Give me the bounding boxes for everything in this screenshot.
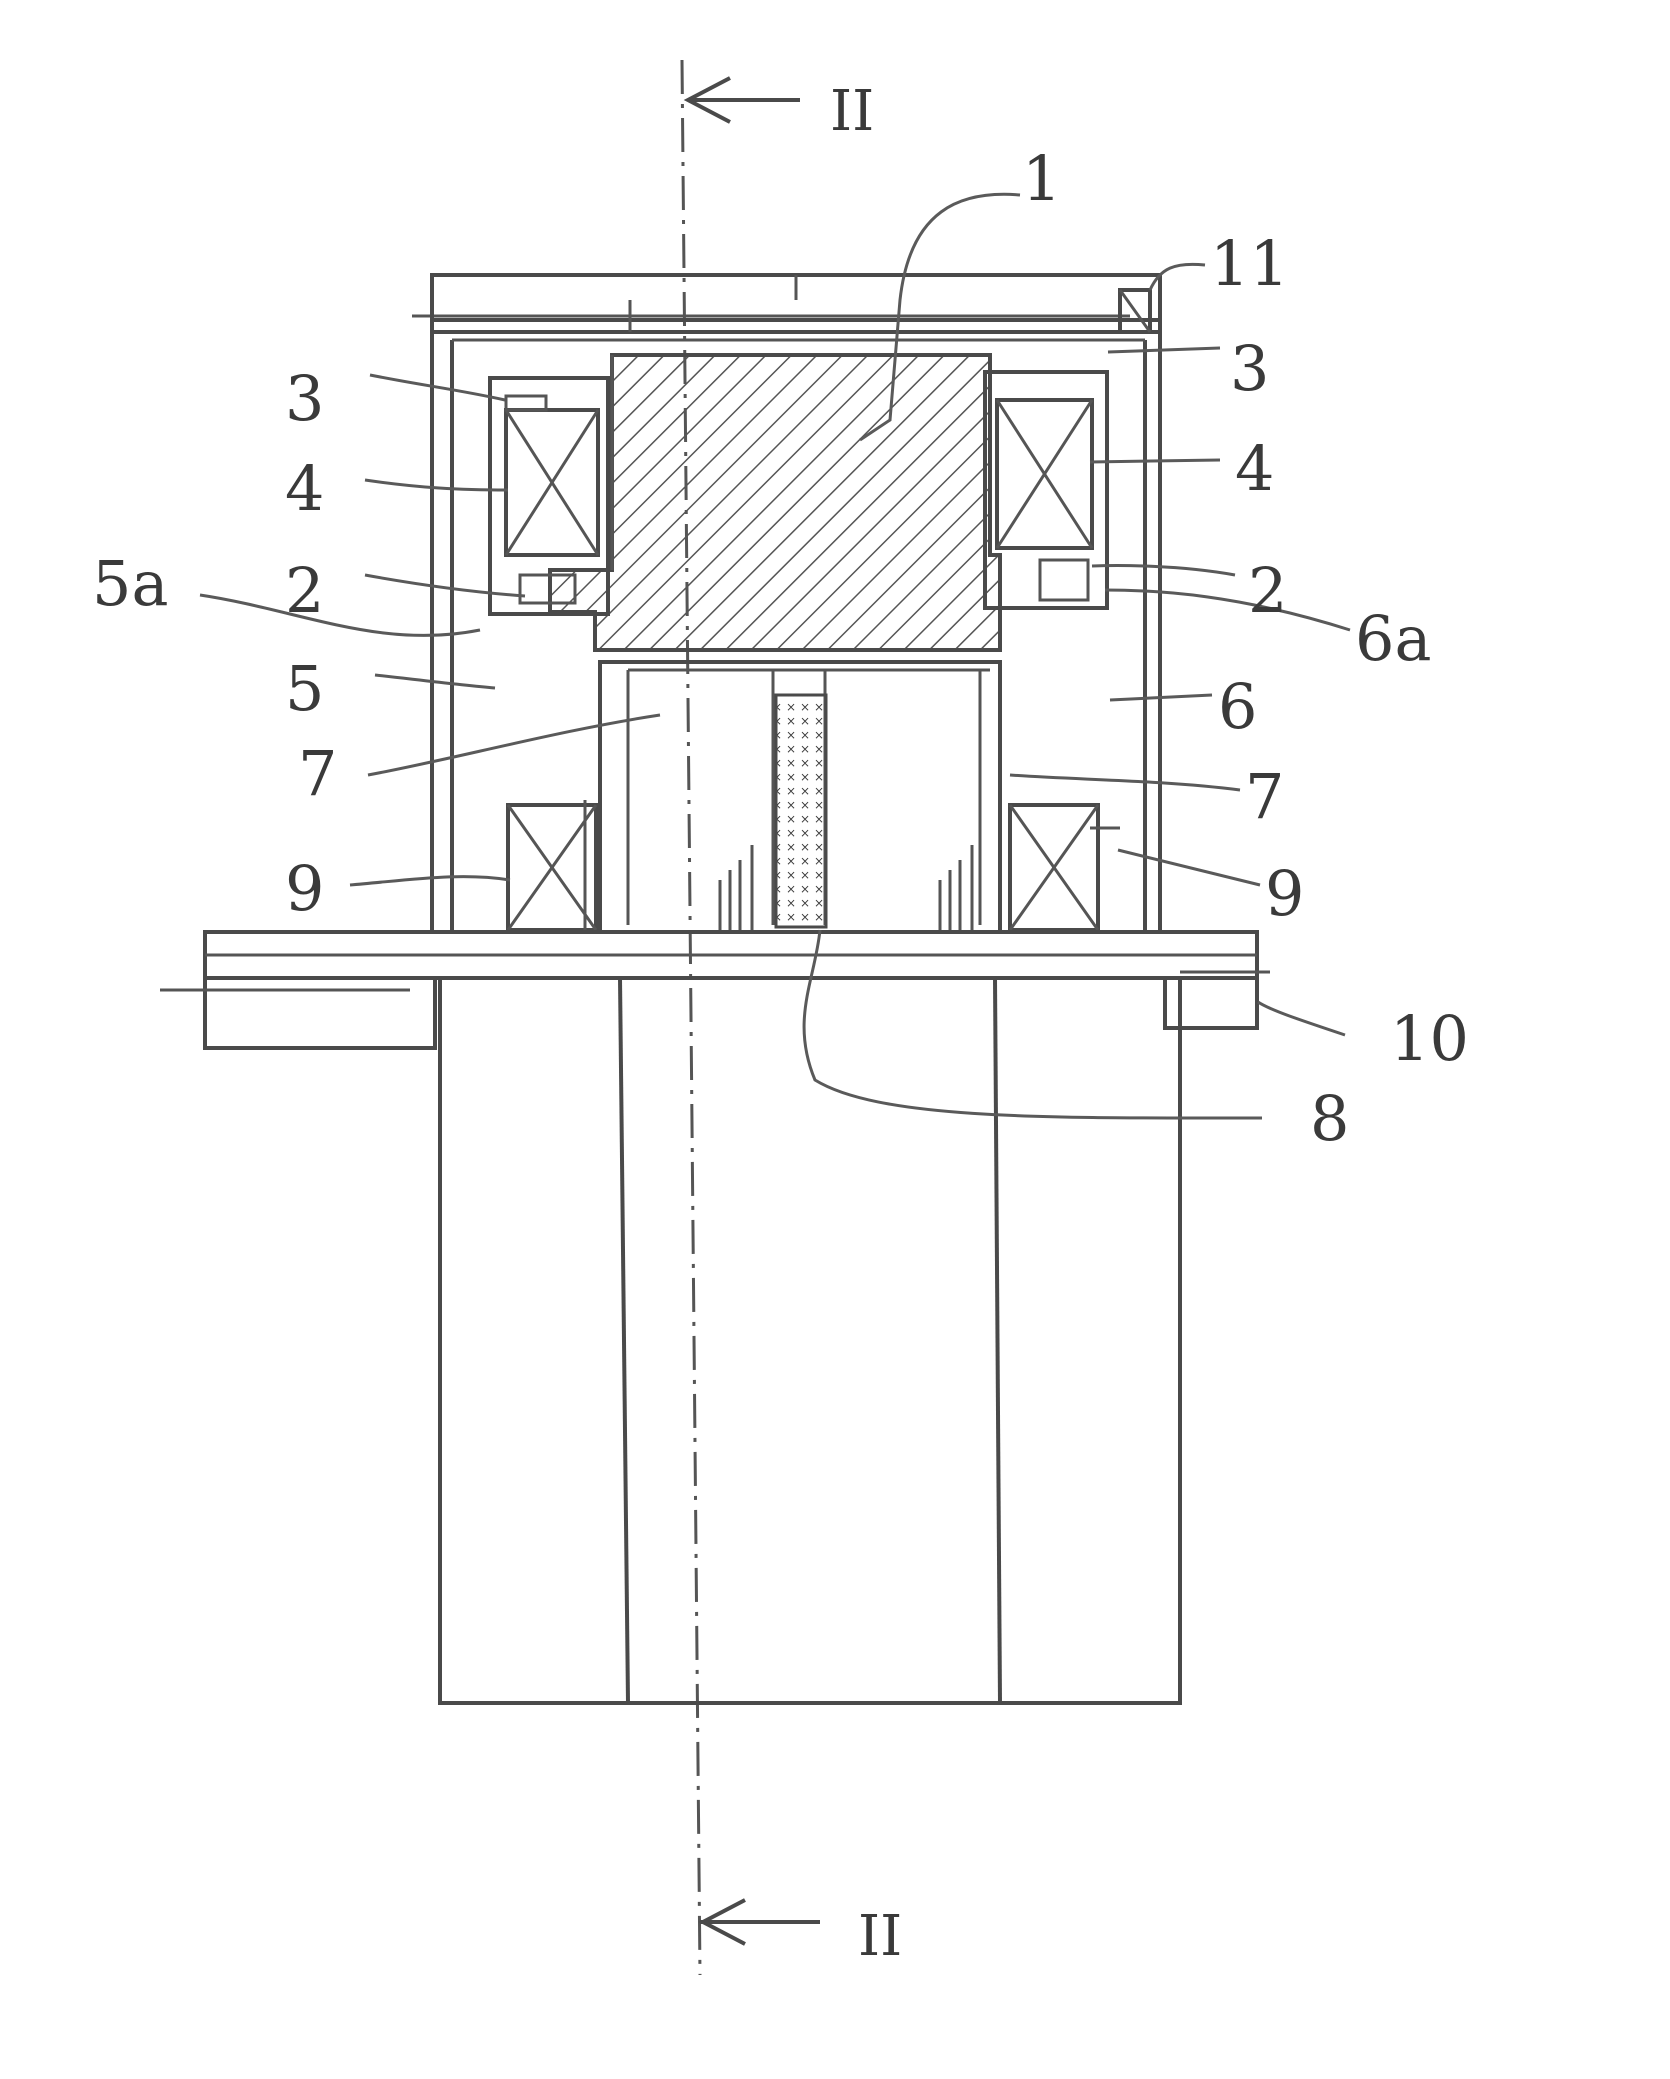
part-8-element bbox=[776, 695, 826, 927]
label-3-right: 3 bbox=[1230, 332, 1269, 405]
label-10: 10 bbox=[1390, 1002, 1469, 1075]
label-5a: 5a bbox=[92, 547, 168, 620]
label-6: 6 bbox=[1218, 670, 1257, 743]
label-5: 5 bbox=[285, 652, 324, 725]
label-7-left: 7 bbox=[298, 737, 337, 810]
label-3-left: 3 bbox=[285, 362, 324, 435]
center-axis bbox=[682, 60, 700, 1975]
top-cover-plate bbox=[412, 275, 1160, 332]
part-10-shaft bbox=[160, 932, 1270, 1048]
label-6a: 6a bbox=[1355, 602, 1431, 675]
label-9-right: 9 bbox=[1265, 857, 1304, 930]
label-11: 11 bbox=[1210, 227, 1289, 300]
label-2-left: 2 bbox=[285, 554, 324, 627]
right-bearing bbox=[1010, 805, 1120, 930]
label-9-left: 9 bbox=[285, 852, 324, 925]
label-1: 1 bbox=[1022, 142, 1061, 215]
right-coil-assembly bbox=[985, 372, 1107, 608]
label-2-right: 2 bbox=[1248, 554, 1287, 627]
label-7-right: 7 bbox=[1245, 760, 1284, 833]
section-mark-bottom: II bbox=[858, 1904, 902, 1969]
left-bearing bbox=[508, 800, 596, 930]
vertical-ticks bbox=[720, 845, 972, 930]
section-arrow-top bbox=[688, 78, 800, 122]
section-mark-top: II bbox=[830, 79, 874, 144]
label-4-left: 4 bbox=[285, 452, 324, 525]
lower-housing bbox=[440, 978, 1180, 1703]
part-11-screw bbox=[1120, 290, 1150, 332]
section-arrow-bottom bbox=[700, 1900, 820, 1944]
label-4-right: 4 bbox=[1235, 432, 1274, 505]
part-1-core bbox=[550, 355, 1000, 650]
label-8: 8 bbox=[1310, 1082, 1349, 1155]
